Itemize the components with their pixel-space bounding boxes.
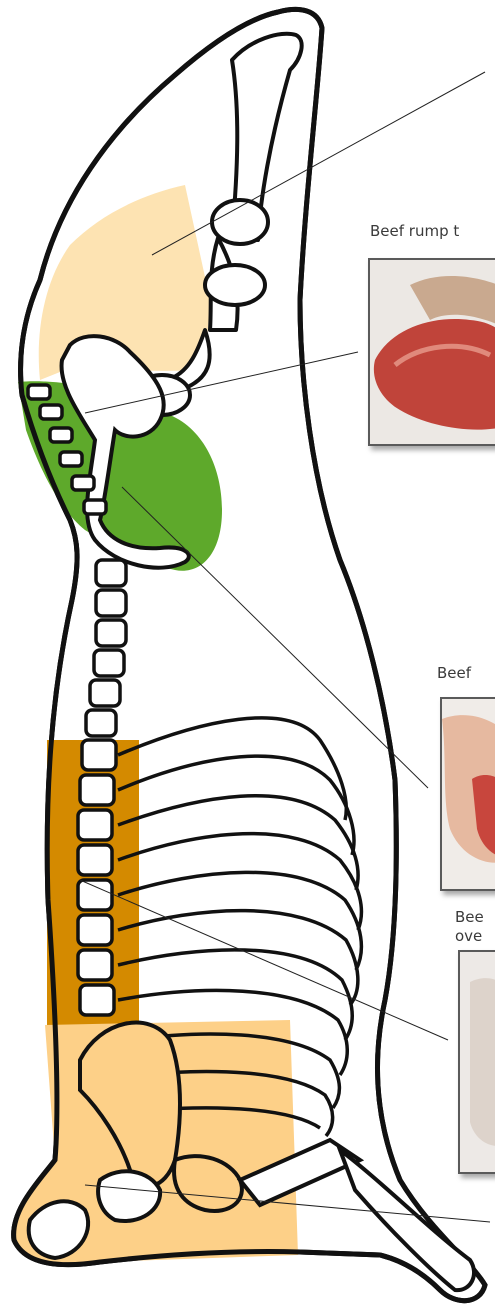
rump-label: Beef rump t: [370, 222, 459, 241]
mid-cut-label: Beef: [437, 664, 471, 683]
mid-cut-meat-image: [442, 699, 495, 889]
lower-cut-label-line2: ove: [455, 927, 482, 946]
rump-photo: [368, 258, 495, 446]
lower-cut-label-line1: Bee: [455, 908, 484, 927]
rump-meat-image: [370, 260, 495, 444]
mid-cut-photo: [440, 697, 495, 891]
lower-cut-meat-image: [460, 952, 495, 1172]
lower-cut-photo: [458, 950, 495, 1174]
